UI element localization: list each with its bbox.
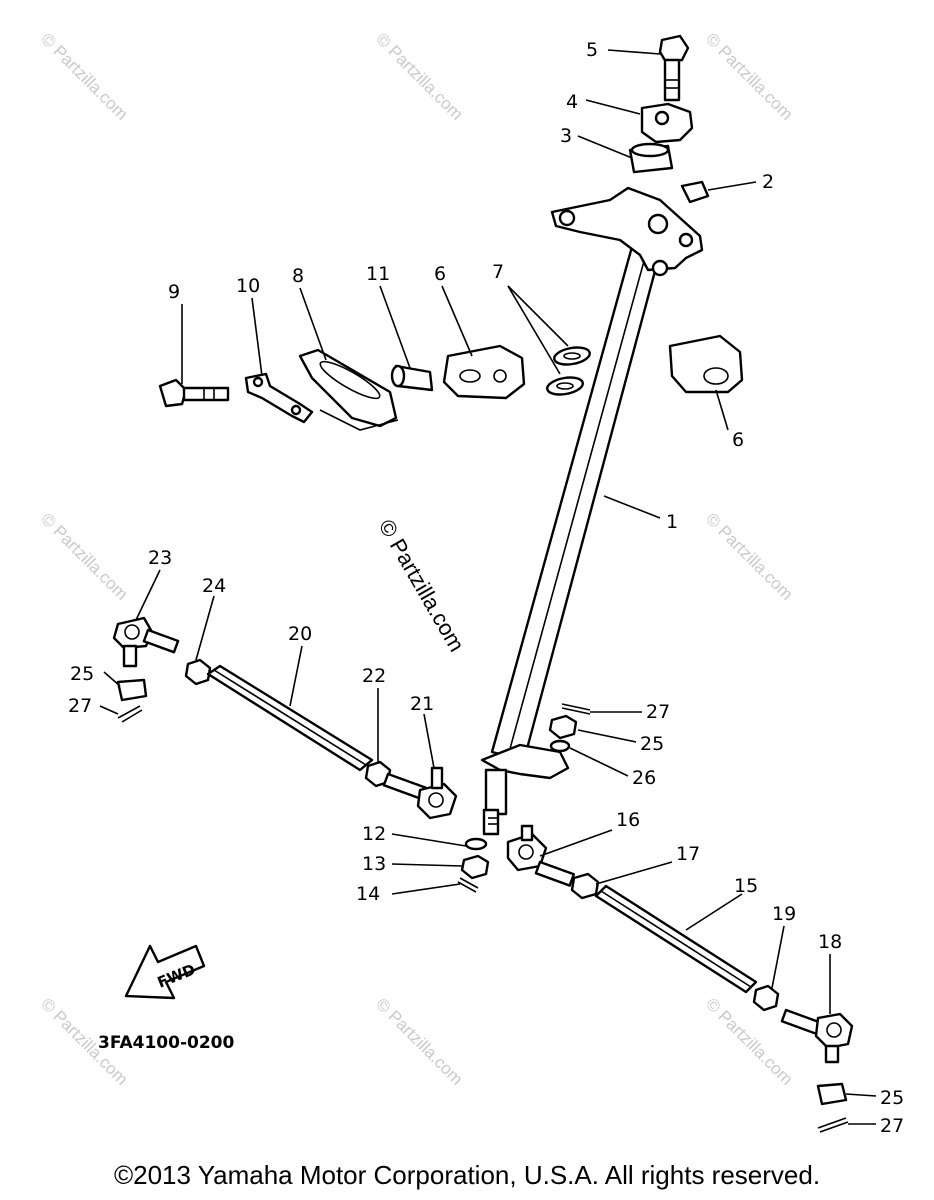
callout-10: 10 [236,275,260,297]
callout-3: 3 [560,125,572,147]
callout-4: 4 [566,91,578,113]
callout-9: 9 [168,281,180,303]
callout-20: 20 [288,623,312,645]
left-tie-rod [112,616,458,820]
copyright-notice: ©2013 Yamaha Motor Corporation, U.S.A. A… [113,1160,821,1190]
forward-arrow-icon: FWD [124,944,206,1000]
callout-19: 19 [772,903,796,925]
leader-lines [99,49,877,1125]
callout-6-left: 6 [434,263,446,285]
watermark: © Partzilla.com [37,29,131,123]
callout-1: 1 [666,511,678,533]
watermark: © Partzilla.com [372,994,466,1088]
callout-11: 11 [366,263,390,285]
callout-18: 18 [818,931,842,953]
callout-12: 12 [362,823,386,845]
callout-24: 24 [202,575,226,597]
callout-27-center: 27 [646,701,670,723]
callout-23: 23 [148,547,172,569]
callout-13: 13 [362,853,386,875]
callout-16: 16 [616,809,640,831]
steering-column [480,186,704,836]
right-tie-rod [506,824,854,1133]
callout-25-left: 25 [70,663,94,685]
callout-27-left: 27 [68,695,92,717]
callout-14: 14 [356,883,380,905]
middle-parts [158,334,744,431]
drawing-code: 3FA4100-0200 [98,1033,235,1053]
callout-17: 17 [676,843,700,865]
top-clamp-parts [628,34,710,204]
callouts: 5 4 3 2 9 10 8 11 6 7 6 1 23 24 20 22 21… [68,39,904,1137]
watermark: © Partzilla.com [702,509,796,603]
watermark: © Partzilla.com [372,29,466,123]
callout-5: 5 [586,39,598,61]
watermark: © Partzilla.com [37,509,131,603]
watermark: © Partzilla.com [702,994,796,1088]
callout-7: 7 [492,261,504,283]
callout-21: 21 [410,693,434,715]
watermark: © Partzilla.com [702,29,796,123]
center-hardware [457,703,591,893]
callout-2: 2 [762,171,774,193]
callout-8: 8 [292,265,304,287]
callout-27-right: 27 [880,1115,904,1137]
center-watermark: © Partzilla.com [374,515,470,656]
callout-25-right: 25 [880,1087,904,1109]
callout-6-right: 6 [732,429,744,451]
callout-25-center: 25 [640,733,664,755]
callout-26: 26 [632,767,656,789]
callout-22: 22 [362,665,386,687]
callout-15: 15 [734,875,758,897]
